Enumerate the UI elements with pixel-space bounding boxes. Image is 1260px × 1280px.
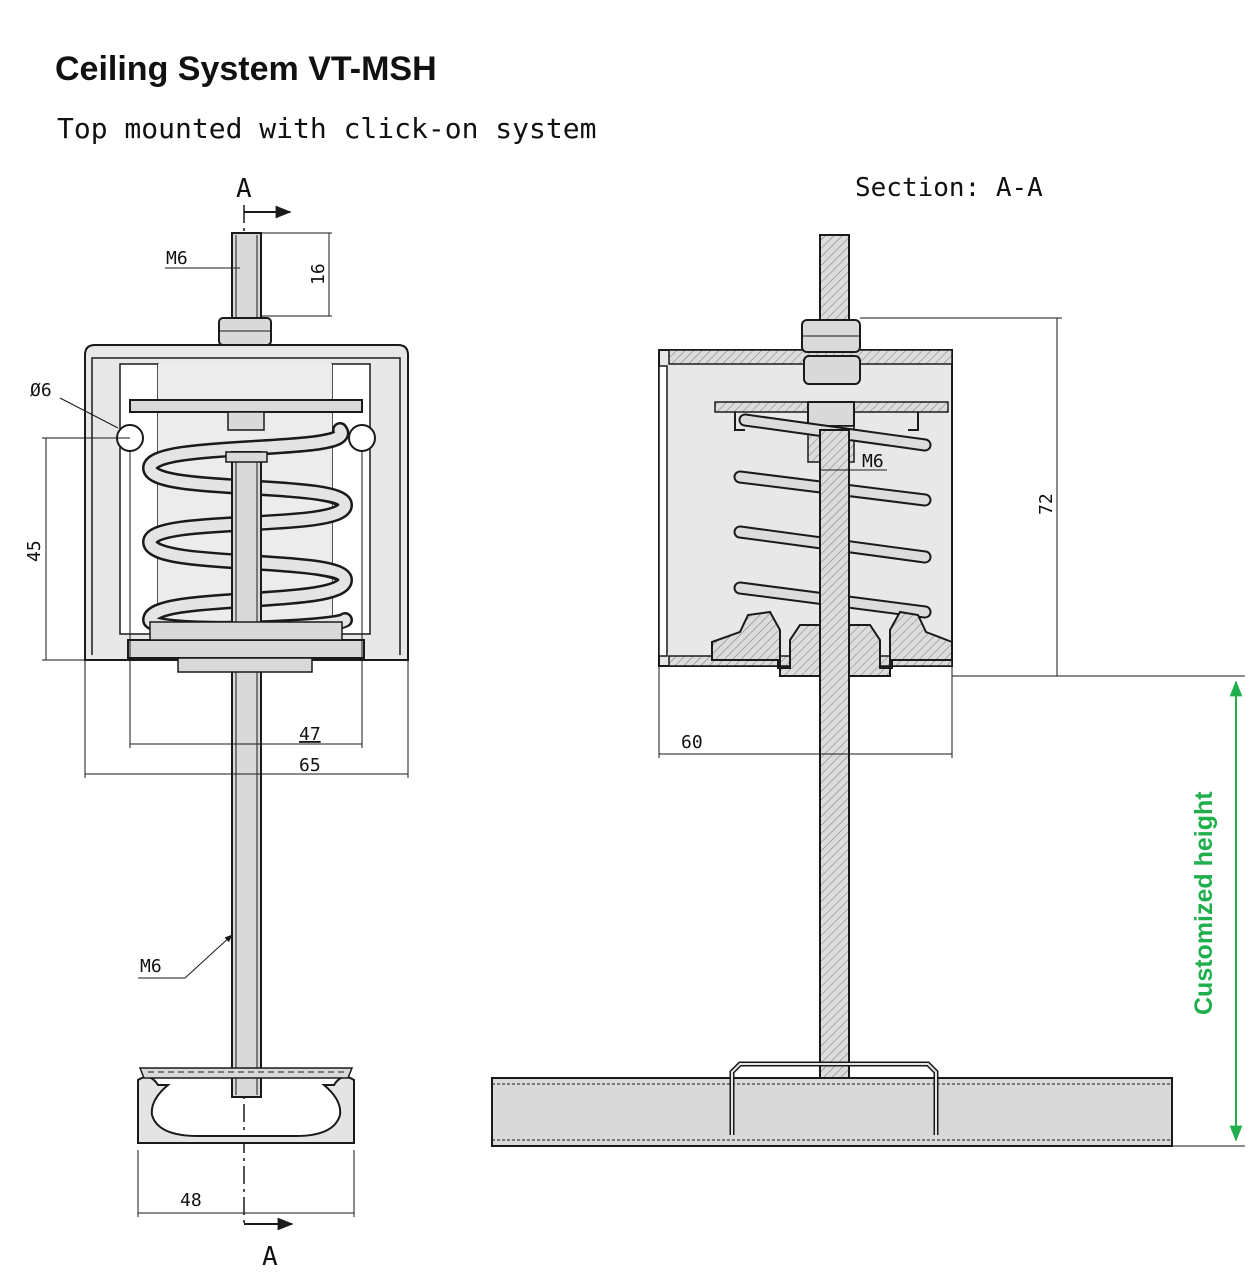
- section-mark-top: A: [236, 174, 252, 204]
- section-top-bolt: [819, 234, 850, 326]
- dim-hole-spacing-vertical-label: 45: [24, 540, 45, 562]
- dim-hole-spacing-horizontal: [129, 452, 363, 748]
- dim-clip-width: [137, 1150, 355, 1217]
- front-view: A A: [24, 174, 409, 1272]
- section-lower-nut: [803, 355, 861, 385]
- ceiling-channel: [491, 1077, 1173, 1147]
- dim-hole-spacing-vertical: [42, 437, 130, 661]
- dim-housing-width-label: 65: [299, 755, 321, 776]
- label-hole-diameter: Ø6: [30, 380, 52, 401]
- section-threaded-rod: [819, 429, 850, 1101]
- customized-height-label: Customized height: [1190, 791, 1218, 1015]
- customized-height-dimension: [952, 675, 1245, 1147]
- spring-base-plate: [127, 639, 365, 659]
- dim-housing-width-section-label: 60: [681, 732, 703, 753]
- label-thread-rod: M6: [140, 956, 162, 977]
- page-subtitle: Top mounted with click-on system: [57, 112, 597, 145]
- mounting-hole-right: [348, 424, 376, 452]
- spring-top-plate: [129, 399, 363, 413]
- section-view-title: Section: A-A: [855, 173, 1043, 203]
- dim-clip-width-label: 48: [180, 1190, 202, 1211]
- dim-housing-width: [84, 660, 409, 778]
- dim-housing-height-label: 72: [1036, 493, 1057, 515]
- dim-bolt-length-label: 16: [308, 263, 329, 285]
- dim-housing-width-section: [658, 666, 953, 758]
- section-mark-bottom: A: [262, 1242, 278, 1272]
- label-thread-top: M6: [166, 248, 188, 269]
- page-title: Ceiling System VT-MSH: [55, 50, 437, 88]
- dim-bolt-length: [261, 232, 332, 317]
- label-thread-nut: M6: [862, 451, 884, 472]
- section-view: Section: A-A: [491, 173, 1245, 1147]
- dim-hole-spacing-horizontal-label: 47: [299, 724, 321, 745]
- label-thread-rod-leader: [138, 934, 233, 979]
- coil-spring: [141, 422, 354, 637]
- label-hole-leader: [59, 397, 119, 429]
- top-bolt: [231, 232, 262, 322]
- click-on-clip: [137, 1075, 355, 1144]
